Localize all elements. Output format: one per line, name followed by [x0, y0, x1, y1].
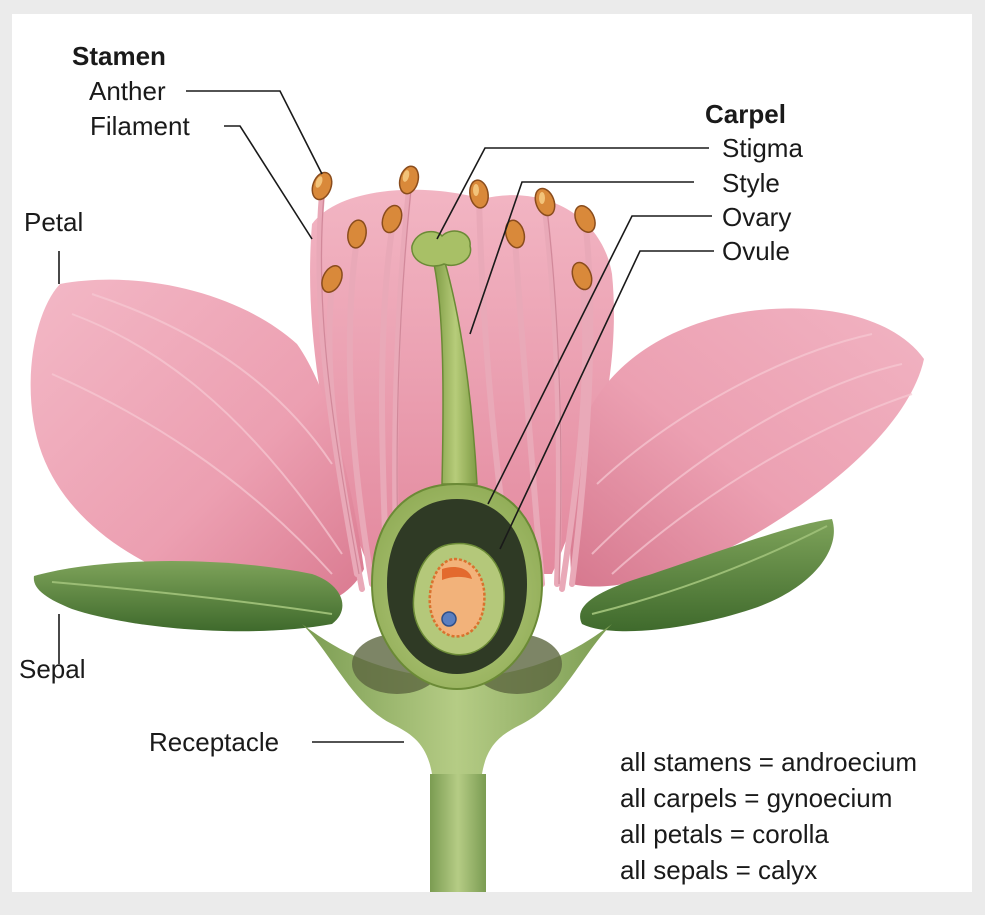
stem [430, 774, 486, 892]
diagram-frame: Stamen Anther Filament Petal Sepal Recep… [12, 14, 972, 892]
ovary-label: Ovary [722, 202, 792, 232]
right-petal [570, 308, 924, 587]
ovule-nucleus [441, 611, 457, 627]
receptacle-label: Receptacle [149, 727, 280, 757]
carpel-label: Carpel [705, 99, 786, 129]
right-sepal [580, 519, 834, 632]
ovule-label: Ovule [722, 236, 790, 266]
stamen-label: Stamen [72, 41, 166, 71]
filament-label: Filament [90, 111, 190, 141]
sepal-label: Sepal [19, 654, 86, 684]
petal-label: Petal [24, 207, 84, 237]
stigma [411, 230, 472, 267]
anther-label: Anther [89, 76, 166, 106]
note-calyx: all sepals = calyx [620, 855, 818, 885]
note-gynoecium: all carpels = gynoecium [620, 783, 893, 813]
left-petal [30, 279, 364, 607]
leader-lines [58, 90, 714, 743]
note-corolla: all petals = corolla [620, 819, 829, 849]
style-label: Style [722, 168, 780, 198]
stigma-label: Stigma [722, 133, 803, 163]
note-androecium: all stamens = androecium [620, 747, 917, 777]
flower-illustration [30, 90, 924, 892]
